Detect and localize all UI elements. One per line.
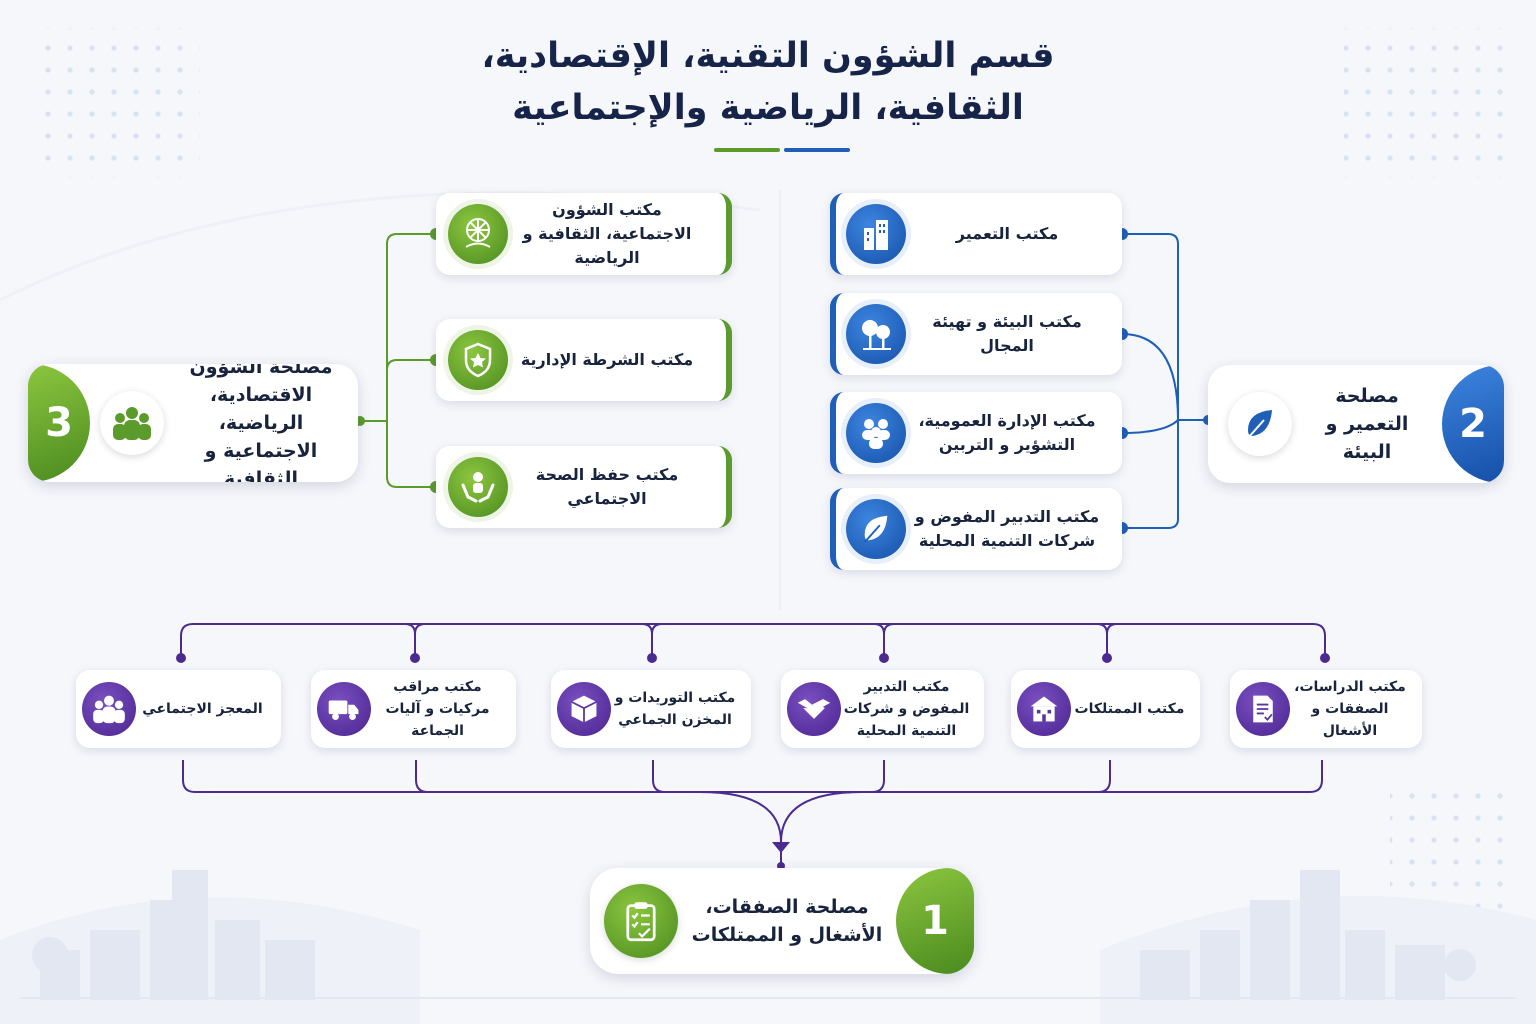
- care-hands-icon: [448, 457, 508, 517]
- title-underline-green: [714, 148, 780, 152]
- box-icon: [557, 682, 611, 736]
- police-badge-icon: [448, 330, 508, 390]
- office-label: مكتب الشرطة الإدارية: [520, 350, 694, 369]
- office-properties[interactable]: مكتب الممتلكات: [1011, 670, 1200, 748]
- office-social-health[interactable]: مكتب حفظ الصحة الاجتماعي: [436, 446, 732, 528]
- office-label: مكتب الإدارة العمومية، التشؤير و التربين: [918, 411, 1096, 454]
- dot-grid-top-right: [1344, 28, 1514, 178]
- office-urbanism[interactable]: مكتب التعمير: [830, 193, 1122, 275]
- office-public-administration[interactable]: مكتب الإدارة العمومية، التشؤير و التربين: [830, 392, 1122, 474]
- office-label: مكتب التدبير المفوض و شركات التنمية المح…: [914, 507, 1100, 550]
- office-label: مكتب التدبير المفوض و شركات التنمية المح…: [843, 679, 970, 739]
- office-label: مكتب البيئة و تهيئة المجال: [932, 312, 1082, 355]
- office-vehicles-control[interactable]: مكتب مراقب مركيات و آليات الجماعة: [311, 670, 516, 748]
- office-label: مكتب التعمير: [955, 224, 1059, 243]
- sport-ball-icon: [448, 204, 508, 264]
- office-delegated-management-purple[interactable]: مكتب التدبير المفوض و شركات التنمية المح…: [781, 670, 984, 748]
- dept3-number-badge: 3: [28, 364, 90, 482]
- document-icon: [1236, 682, 1290, 736]
- people-group-icon: [100, 391, 164, 455]
- leaf-icon: [1228, 392, 1292, 456]
- office-studies-deals-works[interactable]: مكتب الدراسات، الصفقات و الأشغال: [1230, 670, 1422, 748]
- dept3-card[interactable]: 3 مصلحة الشؤون الاقتصادية، الرياضية، الا…: [28, 364, 358, 482]
- city-skyline-right: [1140, 870, 1476, 1000]
- office-social-nursery[interactable]: المعجز الاجتماعي: [76, 670, 281, 748]
- office-label: المعجز الاجتماعي: [142, 701, 263, 717]
- office-label: مكتب الممتلكات: [1074, 701, 1185, 717]
- dept2-card[interactable]: مصلحة التعمير و البيئة 2: [1208, 365, 1504, 483]
- dept1-card[interactable]: مصلحة الصفقات، الأشغال و الممتلكات 1: [590, 868, 974, 974]
- title-line-1: قسم الشؤون التقنية، الإقتصادية،: [481, 36, 1055, 76]
- leaf-icon: [846, 499, 906, 559]
- office-supplies-warehouse[interactable]: مكتب التوريدات و المخزن الجماعي: [551, 670, 751, 748]
- office-label: مكتب التوريدات و المخزن الجماعي: [614, 690, 736, 728]
- office-social-cultural-sport[interactable]: مكتب الشؤون الاجتماعية، الثقافية و الريا…: [436, 193, 732, 275]
- title-underline-blue: [784, 148, 850, 152]
- office-administrative-police[interactable]: مكتب الشرطة الإدارية: [436, 319, 732, 401]
- dot-grid-bottom-right: [1390, 790, 1510, 910]
- dept2-name: مصلحة التعمير و البيئة: [1325, 385, 1409, 463]
- title-line-2: الثقافية، الرياضية والإجتماعية: [512, 88, 1024, 128]
- city-skyline-left: [32, 870, 315, 1000]
- building-icon: [1017, 682, 1071, 736]
- dot-grid-top-left: [30, 28, 200, 178]
- handshake-icon: [787, 682, 841, 736]
- clipboard-check-icon: [604, 884, 678, 958]
- trees-icon: [846, 304, 906, 364]
- page-title: قسم الشؤون التقنية، الإقتصادية، الثقافية…: [268, 30, 1268, 134]
- office-delegated-management-blue[interactable]: مكتب التدبير المفوض و شركات التنمية المح…: [830, 488, 1122, 570]
- truck-icon: [317, 682, 371, 736]
- dept1-number-badge: 1: [896, 868, 974, 974]
- office-label: مكتب الدراسات، الصفقات و الأشغال: [1294, 679, 1406, 739]
- office-label: مكتب مراقب مركيات و آليات الجماعة: [385, 679, 490, 739]
- dept2-number-badge: 2: [1442, 365, 1504, 483]
- office-label: مكتب الشؤون الاجتماعية، الثقافية و الريا…: [522, 200, 692, 267]
- buildings-icon: [846, 204, 906, 264]
- dept3-name: مصلحة الشؤون الاقتصادية، الرياضية، الاجت…: [189, 364, 333, 482]
- office-environment[interactable]: مكتب البيئة و تهيئة المجال: [830, 293, 1122, 375]
- office-label: مكتب حفظ الصحة الاجتماعي: [535, 465, 679, 508]
- team-icon: [846, 403, 906, 463]
- group-icon: [82, 682, 136, 736]
- dept1-name: مصلحة الصفقات، الأشغال و الممتلكات: [691, 896, 883, 946]
